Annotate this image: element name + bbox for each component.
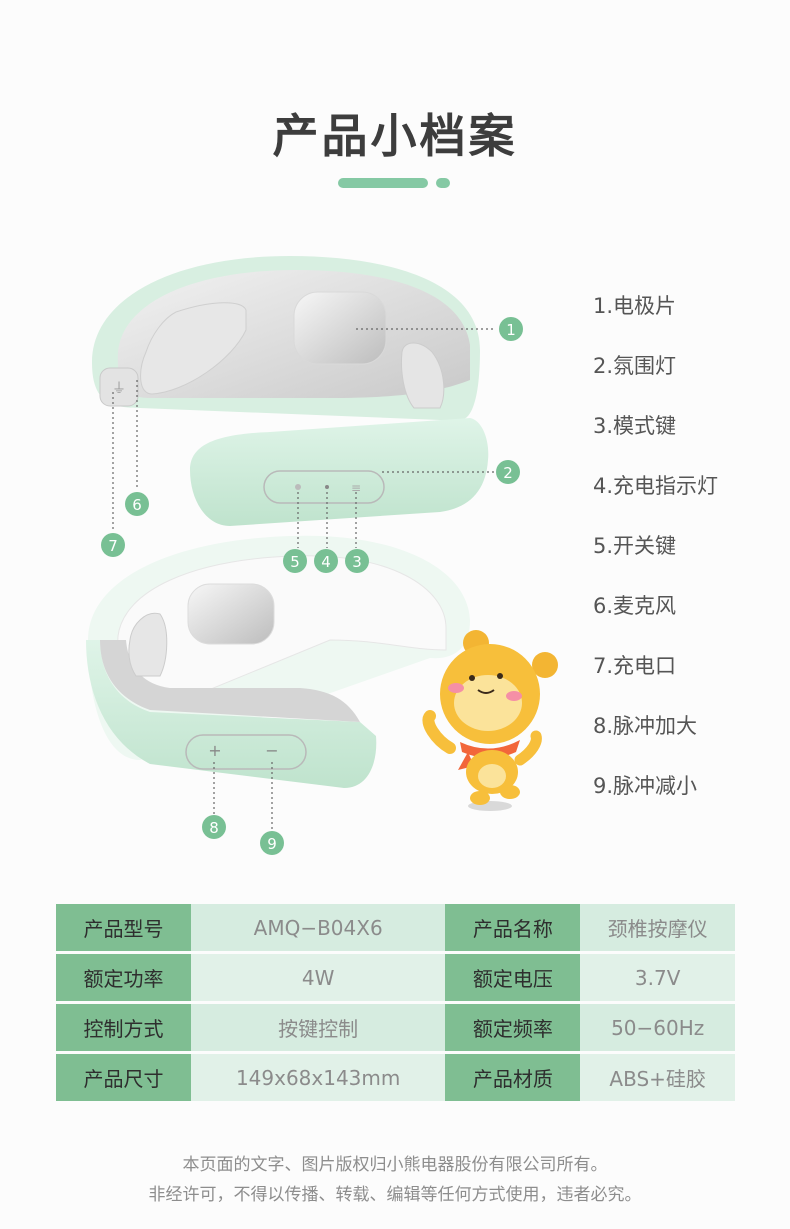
spec-key: 额定频率 — [445, 1004, 581, 1051]
part-item: 5.开关键 — [593, 534, 677, 558]
callout-7-marker — [101, 533, 125, 557]
spec-key: 额定电压 — [445, 954, 581, 1001]
title-underline-bar — [338, 178, 428, 188]
callout-5: 5 — [290, 553, 300, 571]
part-item: 9.脉冲减小 — [593, 774, 698, 798]
svg-text:⏚: ⏚ — [112, 381, 126, 397]
callouts: 1 2 3 4 5 6 7 8 9 — [101, 317, 523, 855]
copyright-line: 本页面的文字、图片版权归小熊电器股份有限公司所有。 — [182, 1155, 608, 1175]
spec-row: 产品型号 AMQ−B04X6 产品名称 颈椎按摩仪 — [56, 904, 735, 951]
spec-key: 产品材质 — [445, 1054, 581, 1101]
part-item: 6.麦克风 — [593, 594, 677, 618]
leader-lines — [112, 328, 496, 830]
spec-key: 产品型号 — [56, 904, 191, 951]
part-item: 1.电极片 — [593, 294, 677, 318]
callout-2-marker — [496, 460, 520, 484]
spec-value: AMQ−B04X6 — [191, 904, 446, 951]
copyright-line: 非经许可，不得以传播、转载、编辑等任何方式使用，违者必究。 — [148, 1185, 642, 1205]
spec-value: 颈椎按摩仪 — [580, 904, 735, 951]
callout-4-marker — [314, 549, 338, 573]
part-item: 8.脉冲加大 — [593, 714, 698, 738]
spec-row: 额定功率 4W 额定电压 3.7V — [56, 954, 735, 1001]
callout-4: 4 — [321, 553, 331, 571]
product-diagram: ⏚ ≡ + − — [86, 256, 558, 855]
spec-value: 4W — [191, 954, 446, 1001]
callout-3: 3 — [352, 553, 362, 571]
spec-value: 按键控制 — [191, 1004, 446, 1051]
page-title: 产品小档案 — [272, 109, 518, 163]
callout-1-marker — [499, 317, 523, 341]
spec-value: ABS+硅胶 — [580, 1054, 735, 1101]
spec-key: 额定功率 — [56, 954, 191, 1001]
spec-value: 149x68x143mm — [191, 1054, 446, 1101]
spec-key: 控制方式 — [56, 1004, 191, 1051]
minus-label: − — [265, 741, 278, 760]
callout-1: 1 — [506, 321, 516, 339]
callout-6-marker — [125, 492, 149, 516]
callout-8: 8 — [209, 819, 219, 837]
part-item: 2.氛围灯 — [593, 354, 677, 378]
title-underline-dot — [436, 178, 450, 188]
spec-value: 50−60Hz — [580, 1004, 735, 1051]
part-item: 4.充电指示灯 — [593, 474, 719, 498]
bottom-device: + − — [86, 535, 470, 788]
part-item: 7.充电口 — [593, 654, 677, 678]
part-item: 3.模式键 — [593, 414, 677, 438]
callout-8-marker — [202, 815, 226, 839]
top-device: ⏚ ≡ — [92, 256, 489, 526]
svg-text:≡: ≡ — [351, 481, 361, 495]
spec-value: 3.7V — [580, 954, 735, 1001]
spec-key: 产品尺寸 — [56, 1054, 191, 1101]
callout-6: 6 — [132, 496, 142, 514]
spec-table: 产品型号 AMQ−B04X6 产品名称 颈椎按摩仪 额定功率 4W 额定电压 3… — [56, 901, 735, 1104]
callout-5-marker — [283, 549, 307, 573]
spec-key: 产品名称 — [445, 904, 581, 951]
callout-2: 2 — [503, 464, 513, 482]
callout-3-marker — [345, 549, 369, 573]
callout-9: 9 — [267, 835, 277, 853]
bear-mascot — [422, 630, 558, 811]
spec-row: 控制方式 按键控制 额定频率 50−60Hz — [56, 1004, 735, 1051]
plus-label: + — [208, 741, 221, 760]
copyright-footer: 本页面的文字、图片版权归小熊电器股份有限公司所有。 非经许可，不得以传播、转载、… — [0, 1150, 790, 1210]
spec-row: 产品尺寸 149x68x143mm 产品材质 ABS+硅胶 — [56, 1054, 735, 1101]
parts-list: 1.电极片 2.氛围灯 3.模式键 4.充电指示灯 5.开关键 6.麦克风 7.… — [593, 290, 718, 830]
callout-7: 7 — [108, 537, 118, 555]
callout-9-marker — [260, 831, 284, 855]
